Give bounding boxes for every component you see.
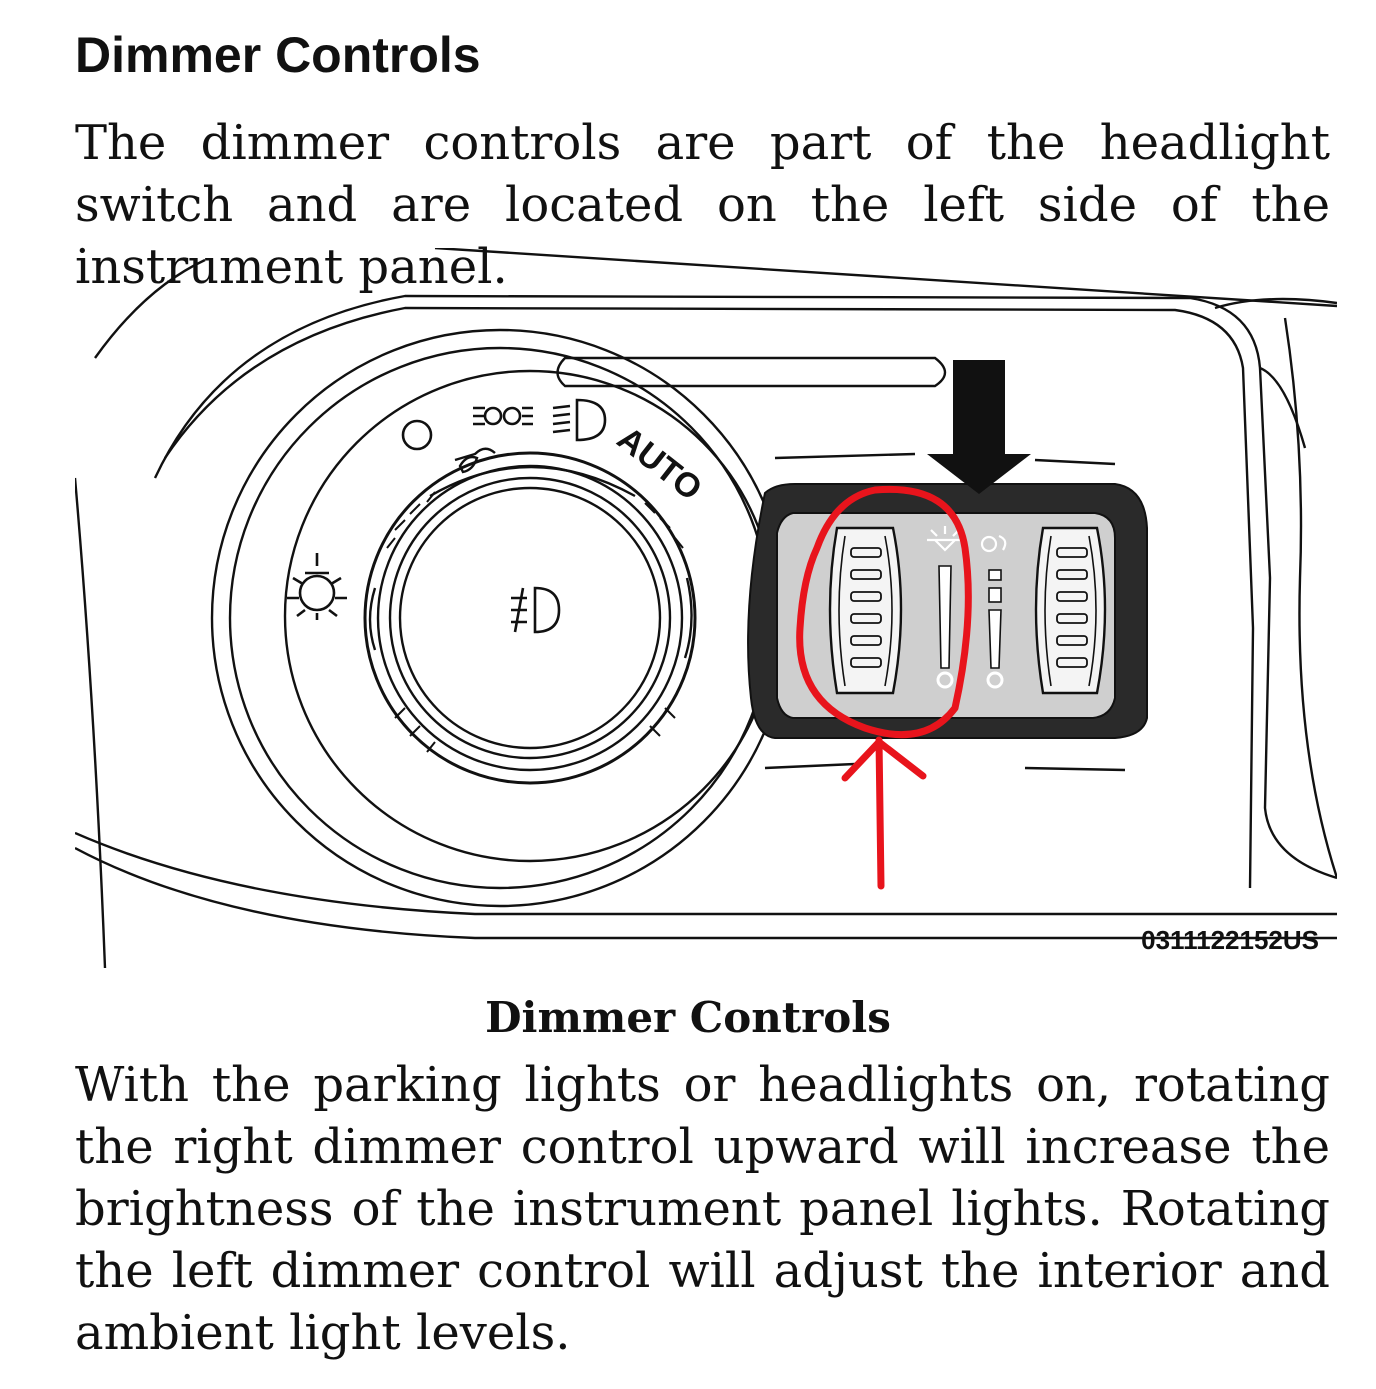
body-paragraph: With the parking lights or headlights on… — [75, 1057, 1330, 1361]
section-heading: Dimmer Controls — [75, 27, 481, 83]
figure-caption: Dimmer Controls — [485, 993, 891, 1042]
figure-id-label: 0311122152US — [1141, 925, 1319, 955]
red-annotation — [796, 485, 972, 890]
intro-paragraph: The dimmer controls are part of the head… — [75, 115, 1330, 295]
dimmer-controls-illustration: AUTO — [75, 248, 1337, 970]
illustration-drawing: AUTO — [75, 248, 1337, 969]
